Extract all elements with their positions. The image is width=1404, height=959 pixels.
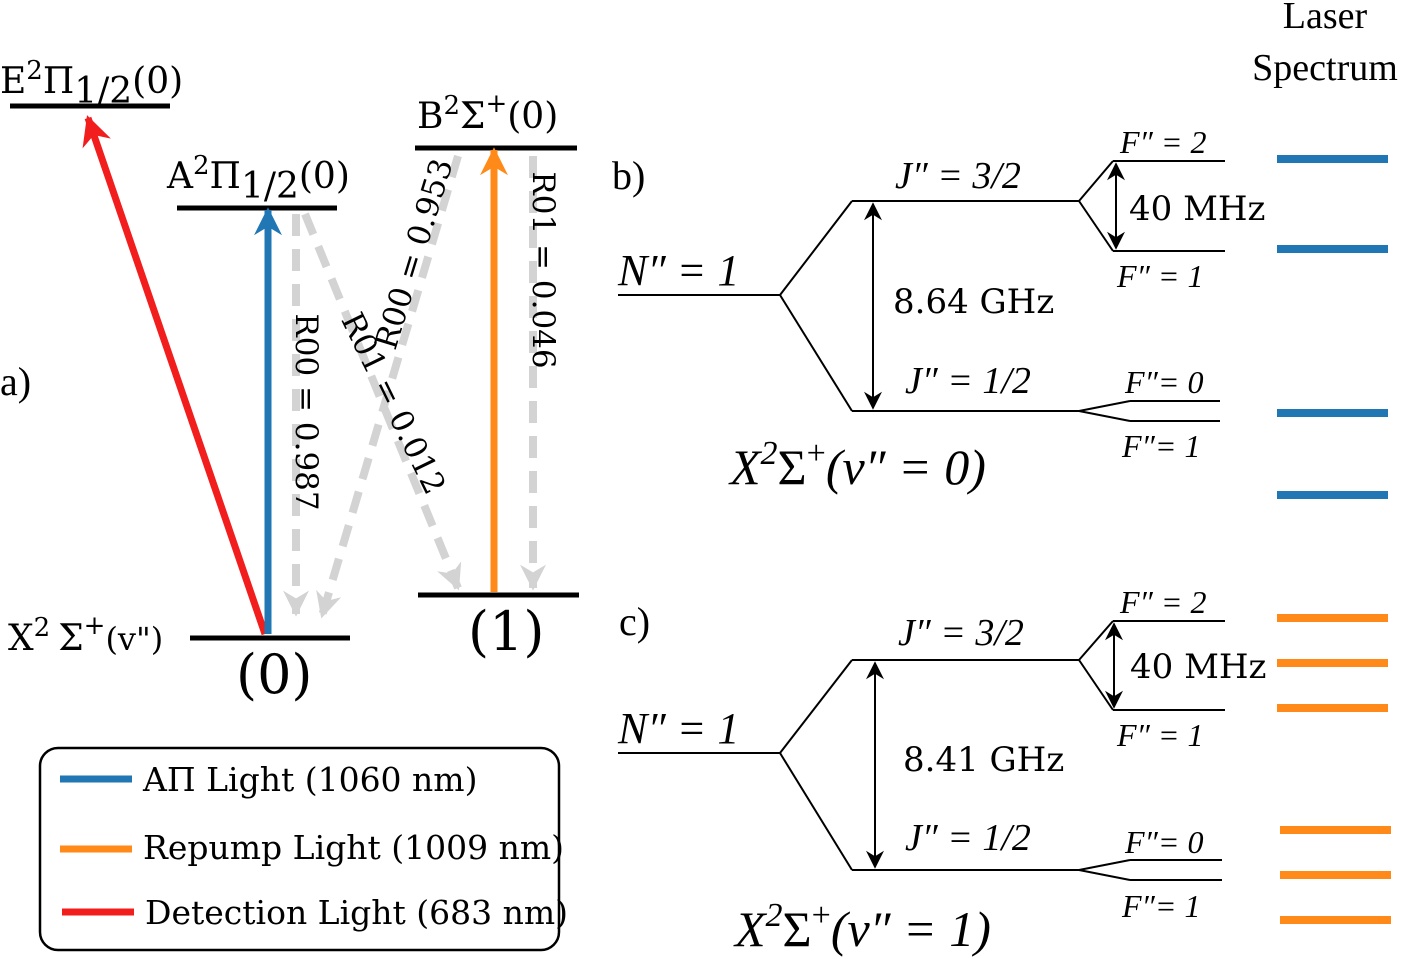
panel-c-label: c) [619, 599, 650, 644]
j-lower-b: J″ = 1/2 [905, 360, 1031, 402]
f-lower-bottom-c: F″= 1 [1121, 888, 1200, 924]
state-b: X2Σ+(ν″ = 0) [728, 435, 986, 495]
vib-label-0: (0) [236, 643, 313, 706]
hf-split-b: 40 MHz [1129, 189, 1265, 229]
state-c: X2Σ+(ν″ = 1) [733, 897, 991, 957]
laser-header-line2: Spectrum [1252, 47, 1398, 89]
decay-b-v0 [316, 154, 462, 619]
vib-label-1: (1) [468, 600, 545, 663]
ratio-r01-b: R01 = 0.046 [525, 171, 561, 368]
f-upper-top-c: F″ = 2 [1119, 584, 1206, 620]
laser-header-line1: Laser [1283, 0, 1368, 37]
f-lower-top-c: F″= 0 [1124, 824, 1203, 860]
n-label-b: N″ = 1 [617, 246, 739, 295]
laser-spectrum [1277, 155, 1391, 924]
j-upper-b: J″ = 3/2 [895, 155, 1021, 197]
n-label-c: N″ = 1 [617, 704, 739, 753]
f-upper-bottom-c: F″ = 1 [1116, 717, 1203, 753]
legend-label-red: Detection Light (683 nm) [145, 893, 568, 932]
f-lower-top-b: F″= 0 [1124, 364, 1203, 400]
detection-arrow [82, 115, 269, 636]
legend-label-blue: AΠ Light (1060 nm) [142, 760, 477, 799]
state-label-e: E2Π1/2(0) [0, 56, 183, 112]
ratio-r00-a: R00 = 0.987 [288, 313, 324, 510]
legend-label-orange: Repump Light (1009 nm) [143, 828, 564, 867]
f-lower-bottom-b: F″= 1 [1121, 428, 1200, 464]
f-upper-top-b: F″ = 2 [1119, 124, 1206, 160]
legend-box [38, 746, 561, 952]
state-label-b: B2Σ+(0) [417, 89, 558, 137]
decay-a-v1 [301, 212, 462, 591]
panel-b-label: b) [612, 153, 645, 198]
sr-split-c: 8.41 GHz [903, 740, 1064, 780]
panel-c: c) N″ = 1 J″ = 3/2 J″ = 1/2 8.41 GHz 40 … [617, 584, 1266, 957]
panel-b: b) N″ = 1 J″ = 3/2 J″ = 1/2 8.64 GHz 40 … [612, 124, 1265, 495]
f-upper-bottom-b: F″ = 1 [1116, 258, 1203, 294]
j-lower-c: J″ = 1/2 [905, 817, 1031, 859]
j-upper-c: J″ = 3/2 [898, 612, 1024, 654]
panel-a-label: a) [0, 359, 31, 404]
state-label-a: A2Π1/2(0) [166, 151, 350, 207]
hf-split-c: 40 MHz [1130, 647, 1266, 687]
sr-split-b: 8.64 GHz [893, 282, 1054, 322]
ratio-r00-b: R00 = 0.953 [368, 155, 460, 354]
